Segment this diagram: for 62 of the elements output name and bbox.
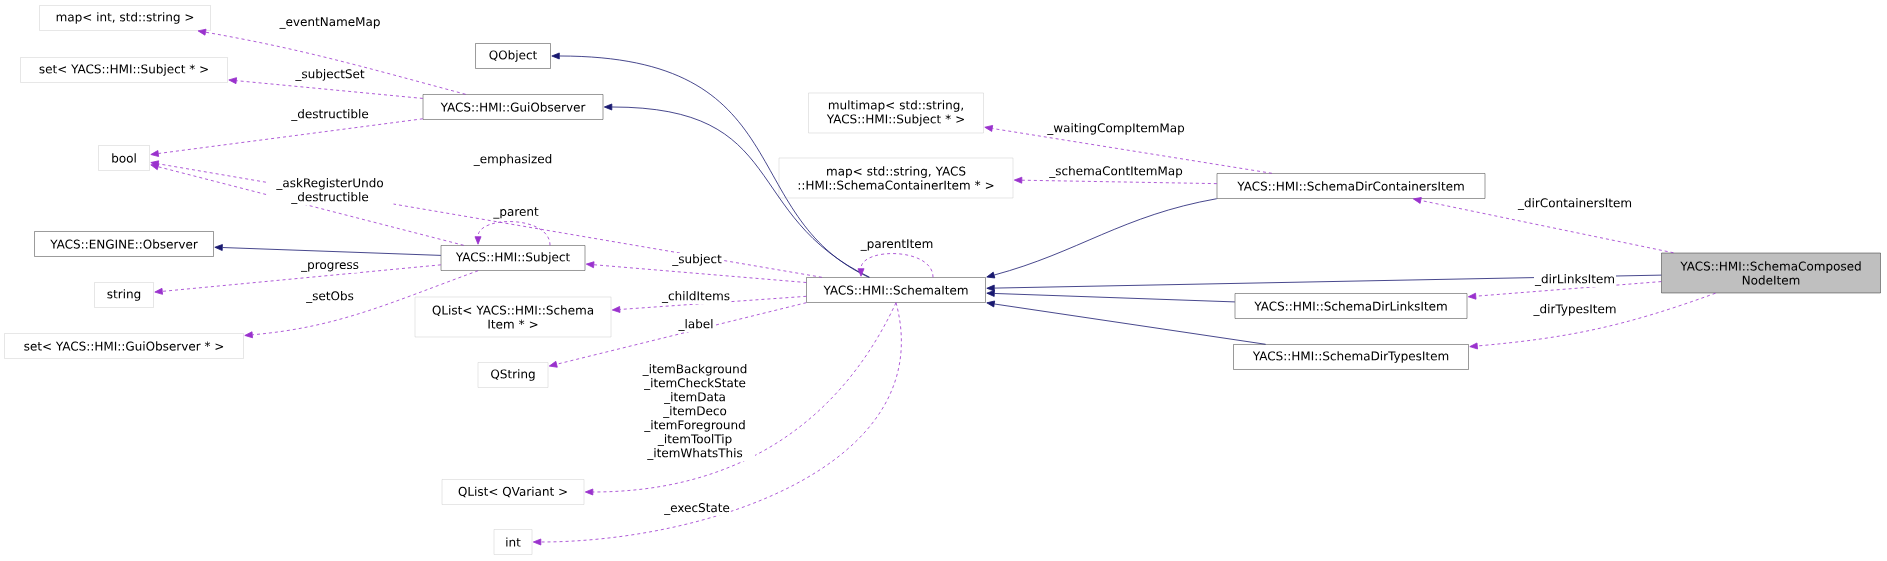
arrow — [986, 290, 1236, 303]
edge-label: _destructible — [290, 108, 370, 122]
class-box: YACS::HMI::SchemaComposed NodeItem — [1661, 252, 1881, 294]
edge-label: _dirContainersItem — [1516, 197, 1634, 211]
arrow — [1467, 281, 1662, 300]
arrow — [150, 118, 424, 157]
arrow — [984, 125, 1273, 174]
arrow — [150, 163, 465, 246]
arrow — [474, 221, 551, 246]
edge-label: _label — [677, 318, 715, 332]
edge-label: _childItems — [661, 290, 732, 304]
class-box: YACS::HMI::GuiObserver — [422, 94, 604, 120]
arrow — [603, 103, 870, 278]
arrow — [986, 198, 1218, 279]
arrow — [532, 302, 902, 546]
arrow — [1013, 176, 1218, 185]
edge-label: _askRegisterUndo _destructible — [266, 177, 394, 205]
class-box: set< YACS::HMI::GuiObserver * > — [4, 333, 244, 359]
class-box: set< YACS::HMI::Subject * > — [20, 57, 228, 83]
edge-label: _setObs — [305, 290, 355, 304]
edge-label: _dirTypesItem — [1532, 303, 1618, 317]
edge-label: _progress — [300, 261, 360, 273]
class-box: QList< YACS::HMI::Schema Item * > — [414, 296, 612, 338]
arrow — [585, 261, 807, 283]
arrow — [548, 302, 807, 368]
arrow — [551, 52, 870, 278]
class-box: YACS::HMI::Subject — [440, 245, 586, 271]
arrow — [197, 28, 467, 95]
edge-label: _eventNameMap — [278, 16, 382, 30]
edge-label: _dirLinksItem — [1534, 273, 1616, 287]
class-box: map< int, std::string > — [39, 5, 211, 31]
edge-label: _parentItem — [859, 238, 935, 252]
edge-label: _schemaContItemMap — [1048, 165, 1184, 179]
class-box: QList< QVariant > — [441, 479, 585, 505]
edge-label: _itemBackground _itemCheckState _itemData _itemDeco _itemForeground _itemToolTip _itemWhatsThis — [635, 363, 755, 461]
class-box: multimap< std::string, YACS::HMI::Subject * > — [808, 92, 984, 134]
class-box: QString — [477, 362, 549, 388]
edge-label: _subjectSet — [294, 68, 366, 82]
class-box: map< std::string, YACS ::HMI::SchemaContainerItem * > — [778, 157, 1014, 199]
arrow — [857, 253, 934, 278]
class-box: string — [94, 282, 154, 308]
arrow — [154, 264, 442, 295]
class-box: int — [493, 529, 533, 555]
class-box: YACS::HMI::SchemaDirTypesItem — [1233, 344, 1469, 370]
edge-label: _subject — [671, 253, 723, 267]
class-box: QObject — [475, 43, 551, 69]
arrow — [1413, 197, 1674, 254]
class-box: bool — [98, 145, 150, 171]
class-box: YACS::ENGINE::Observer — [34, 231, 214, 257]
arrow — [584, 302, 897, 496]
arrow — [1469, 292, 1716, 350]
class-box: YACS::HMI::SchemaItem — [806, 277, 986, 303]
class-box: YACS::HMI::SchemaDirContainersItem — [1216, 173, 1486, 199]
arrow — [214, 244, 442, 256]
arrow — [244, 270, 479, 339]
edge-label: _waitingCompItemMap — [1046, 122, 1186, 136]
edge-label: _execState — [663, 502, 731, 516]
arrow — [611, 295, 807, 313]
edge-label: _emphasized — [472, 153, 554, 167]
arrow — [228, 77, 424, 99]
class-box: YACS::HMI::SchemaDirLinksItem — [1234, 293, 1468, 319]
edge-label: _parent — [492, 206, 540, 220]
